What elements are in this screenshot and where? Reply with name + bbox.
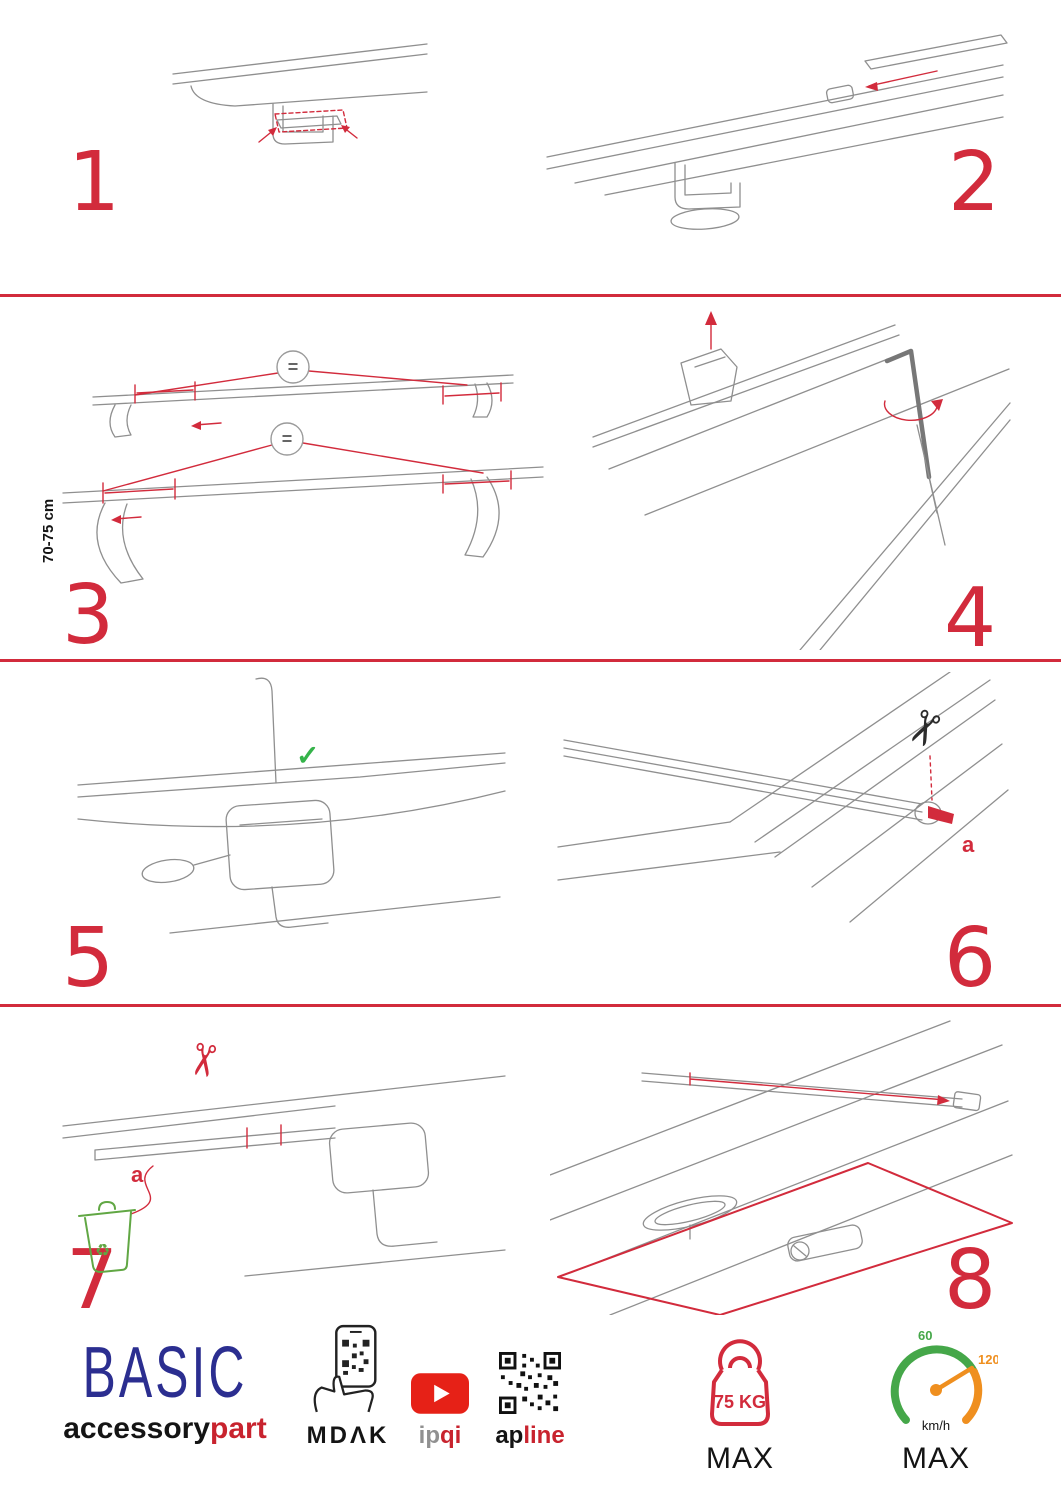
speed-max-label: MAX <box>901 1442 970 1475</box>
youtube-icon <box>411 1373 469 1414</box>
step8-illustration <box>550 1020 1013 1315</box>
qr-code-icon <box>499 1352 561 1414</box>
speed-low-label: 60 <box>918 1328 932 1343</box>
speedometer-block: 60 120 km/h MAX <box>866 1322 1006 1476</box>
apline-right: line <box>523 1422 565 1449</box>
qr-phone-block: MDΛK <box>300 1322 396 1450</box>
cut-label-a: a <box>131 1162 144 1187</box>
step6-illustration: a ✂ <box>557 672 1009 923</box>
step-number-3: 3 <box>62 568 115 663</box>
step-number-7: 7 <box>66 1233 119 1328</box>
speed-unit-label: km/h <box>922 1418 950 1433</box>
youtube-block: ipqi <box>398 1322 482 1450</box>
phone-qr-icon <box>313 1324 377 1413</box>
step4-illustration <box>592 311 1011 650</box>
ipqi-left: ip <box>418 1422 440 1449</box>
weight-icon: 75 KG <box>710 1339 770 1426</box>
speed-high-label: 120 <box>978 1352 998 1367</box>
apline-left: ap <box>495 1422 524 1449</box>
brand-sub-left: accessory <box>63 1412 211 1445</box>
step-number-2: 2 <box>948 135 1001 230</box>
step5-illustration: ✓ <box>77 677 506 934</box>
step-number-5: 5 <box>62 911 115 1006</box>
check-icon: ✓ <box>296 740 319 771</box>
step-number-8: 8 <box>944 1233 997 1328</box>
ipqi-label: ipqi <box>419 1422 462 1450</box>
step7-illustration: ✂ a ♻ <box>62 1038 506 1277</box>
brand-subtitle: accessorypart <box>62 1412 268 1446</box>
weight-value: 75 KG <box>714 1392 766 1412</box>
mdak-label: MDΛK <box>306 1422 390 1449</box>
speedometer-icon: 60 120 km/h <box>890 1328 998 1433</box>
dimension-label: 70-75 cm <box>40 499 57 563</box>
qr-code-block: apline <box>486 1322 574 1450</box>
scissors-icon: ✂ <box>175 1038 230 1083</box>
recycle-icon: ♻ <box>95 1241 110 1260</box>
weight-max-label: MAX <box>705 1442 774 1475</box>
step-number-1: 1 <box>68 135 121 230</box>
step-number-6: 6 <box>944 911 997 1006</box>
step3-illustration: = = 70-75 cm <box>40 350 544 584</box>
step1-illustration <box>172 43 428 145</box>
max-weight-block: 75 KG MAX <box>674 1322 806 1476</box>
cut-label-a: a <box>962 832 975 857</box>
ipqi-right: qi <box>440 1422 462 1449</box>
step-number-4: 4 <box>944 571 997 666</box>
apline-label: apline <box>495 1422 564 1450</box>
separator-line <box>0 659 1061 662</box>
brand-block: BASIC accessorypart <box>62 1336 268 1446</box>
step2-illustration <box>546 34 1008 230</box>
equal-spacing-badge: = <box>282 429 293 449</box>
brand-sub-right: part <box>210 1412 267 1445</box>
equal-spacing-badge: = <box>288 357 299 377</box>
separator-line <box>0 1004 1061 1007</box>
brand-logo: BASIC <box>82 1331 248 1413</box>
separator-line <box>0 294 1061 297</box>
scissors-icon: ✂ <box>892 700 955 757</box>
